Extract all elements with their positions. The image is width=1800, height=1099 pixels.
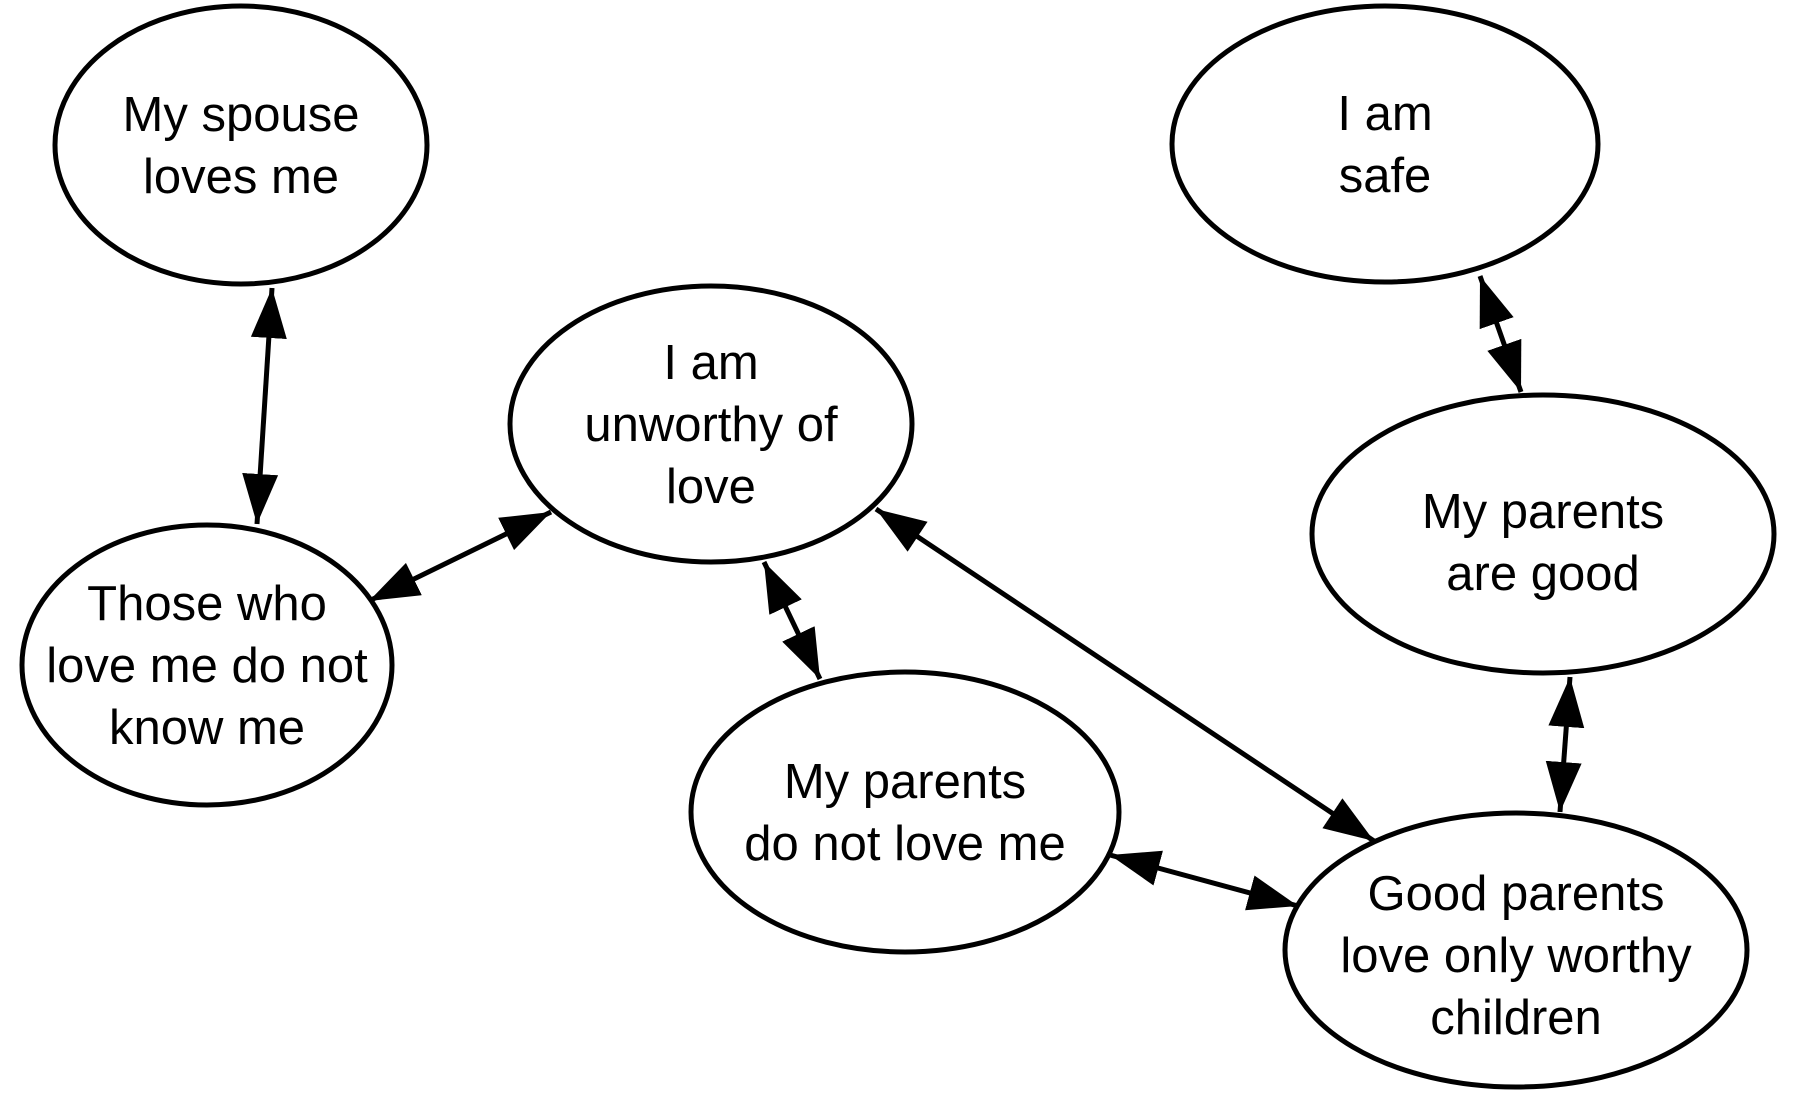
node-label-line: Those who [87,577,327,631]
node-label-line: do not love me [744,817,1065,871]
node-ellipse-those-who-love-me [19,522,395,808]
node-label-line: unworthy of [584,398,838,452]
node-label-line: My spouse [123,88,360,142]
node-ellipse-parents-are-good [1309,392,1777,676]
node-label-line: love [666,460,756,514]
node-label-line: My parents [1422,485,1664,539]
node-label-line: know me [109,701,305,755]
node-label-line: Good parents [1368,867,1665,921]
node-ellipse-unworthy-of-love [507,283,915,565]
edge-unworthy-of-love--good-parents [874,506,1376,844]
node-ellipse-parents-do-not-love-me [688,669,1122,955]
node-ellipse-i-am-safe [1169,3,1601,285]
node-label-line: I am [663,336,758,390]
node-label-line: I am [1337,87,1432,141]
edge-parents-do-not-love-me--good-parents [1109,850,1299,911]
node-label-line: love only worthy [1340,929,1692,983]
edge-parents-are-good--good-parents [1545,676,1585,813]
node-label-line: children [1430,991,1602,1045]
edge-those-who-love-me--unworthy-of-love [367,509,553,604]
edge-unworthy-of-love--parents-do-not-love-me [761,560,823,681]
node-label-line: loves me [143,150,339,204]
node-label-line: My parents [784,755,1026,809]
node-ellipse-spouse-loves-me [52,3,430,287]
edge-spouse-loves-me--those-who-love-me [242,287,287,525]
edge-i-am-safe--parents-are-good [1477,275,1524,393]
node-label-line: are good [1446,547,1639,601]
node-ellipse-good-parents [1282,810,1750,1090]
node-label-line: love me do not [46,639,368,693]
node-label-line: safe [1339,149,1432,203]
